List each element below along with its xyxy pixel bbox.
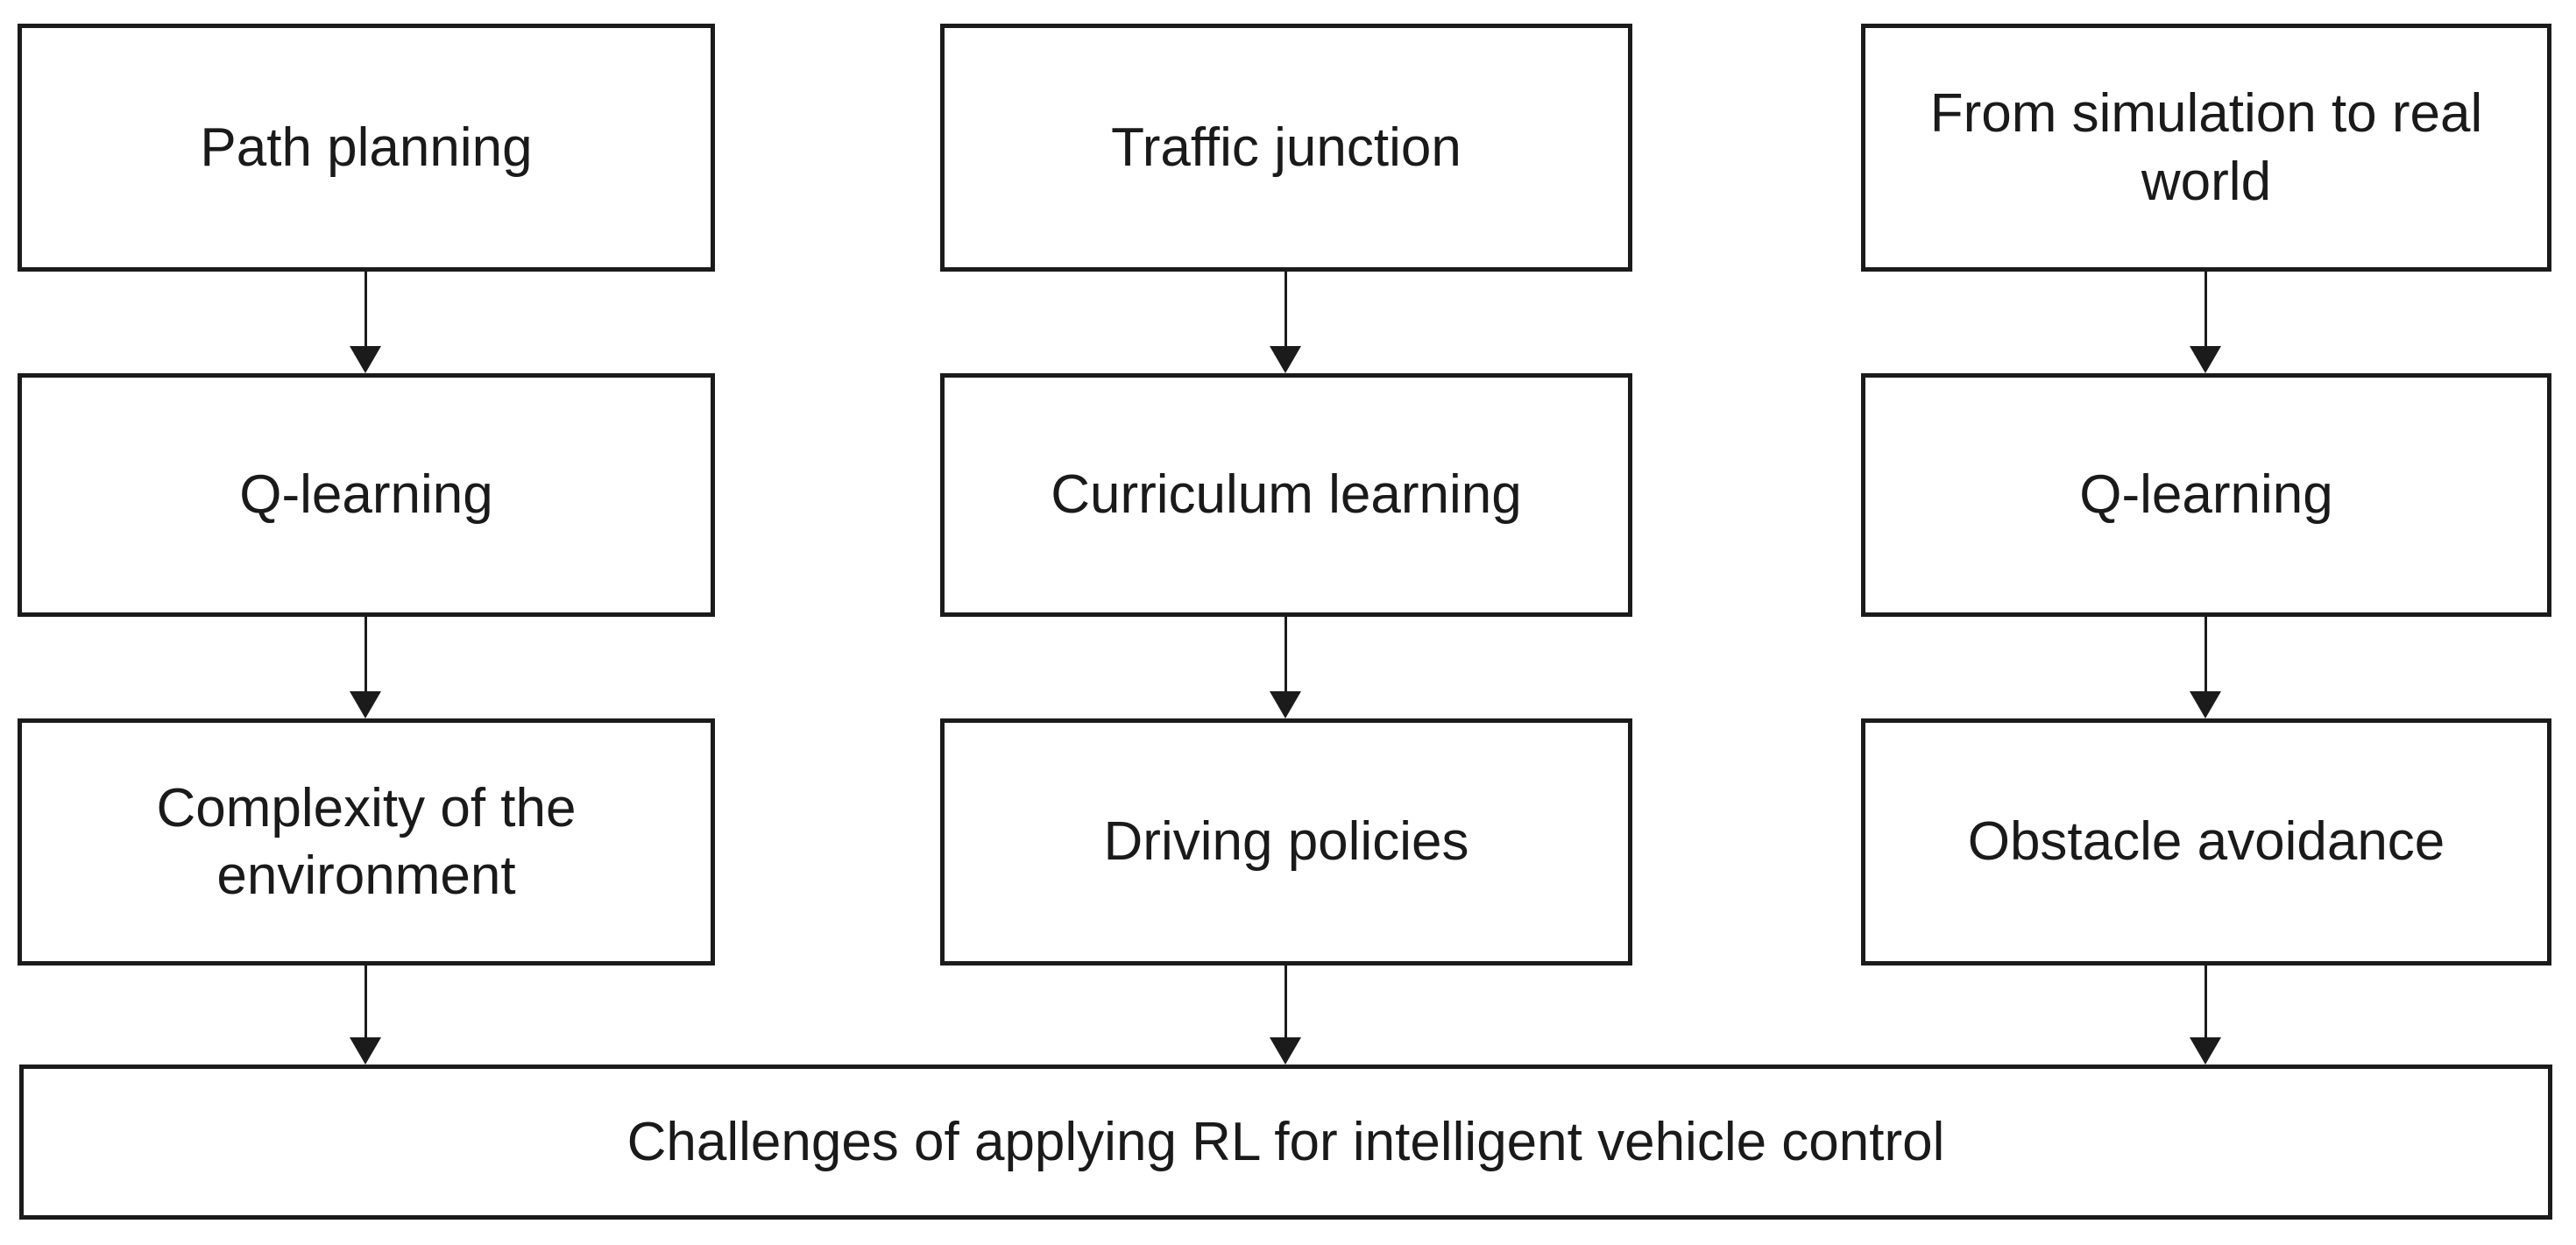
node-challenges-of-applying-rl: Challenges of applying RL for intelligen…	[19, 1065, 2552, 1220]
node-label: Curriculum learning	[1051, 464, 1522, 526]
node-label: Q-learning	[2079, 464, 2333, 526]
arrow-head-icon	[1270, 691, 1301, 718]
node-path-planning: Path planning	[18, 24, 715, 272]
node-driving-policies: Driving policies	[940, 718, 1632, 966]
node-complexity-of-environment: Complexity of the environment	[18, 718, 715, 966]
arrow-shaft	[2204, 617, 2207, 691]
arrow-shaft	[1284, 617, 1287, 691]
node-label: Driving policies	[1103, 811, 1469, 873]
arrow-shaft	[1284, 966, 1287, 1037]
arrow-sim-to-real-to-q-learning-icon	[2190, 272, 2221, 373]
arrow-shaft	[2204, 272, 2207, 346]
arrow-shaft	[2204, 966, 2207, 1037]
arrow-q-learning-to-obstacle-avoidance-icon	[2190, 617, 2221, 718]
arrow-shaft	[1284, 272, 1287, 346]
node-label: Challenges of applying RL for intelligen…	[626, 1111, 1945, 1172]
arrow-head-icon	[1270, 346, 1301, 373]
node-label: Q-learning	[239, 464, 493, 526]
arrow-head-icon	[2190, 1037, 2221, 1065]
node-label: From simulation to real world	[1929, 83, 2483, 212]
arrow-path-planning-to-q-learning-icon	[350, 272, 381, 373]
node-label: Obstacle avoidance	[1967, 811, 2445, 873]
arrow-shaft	[364, 272, 367, 346]
arrow-head-icon	[2190, 691, 2221, 718]
node-curriculum-learning: Curriculum learning	[940, 373, 1632, 617]
node-label: Traffic junction	[1111, 117, 1461, 178]
arrow-driving-policies-to-challenges-icon	[1270, 966, 1301, 1065]
node-obstacle-avoidance: Obstacle avoidance	[1861, 718, 2551, 966]
arrow-shaft	[364, 617, 367, 691]
arrow-q-learning-to-complexity-icon	[350, 617, 381, 718]
node-q-learning-left: Q-learning	[18, 373, 715, 617]
node-q-learning-right: Q-learning	[1861, 373, 2551, 617]
arrow-head-icon	[2190, 346, 2221, 373]
arrow-shaft	[364, 966, 367, 1037]
arrow-complexity-to-challenges-icon	[350, 966, 381, 1065]
node-label: Complexity of the environment	[156, 777, 577, 907]
arrow-traffic-junction-to-curriculum-icon	[1270, 272, 1301, 373]
node-traffic-junction: Traffic junction	[940, 24, 1632, 272]
arrow-curriculum-to-driving-policies-icon	[1270, 617, 1301, 718]
arrow-head-icon	[1270, 1037, 1301, 1065]
node-from-simulation-to-real-world: From simulation to real world	[1861, 24, 2551, 272]
arrow-head-icon	[350, 691, 381, 718]
arrow-head-icon	[350, 346, 381, 373]
arrow-obstacle-avoidance-to-challenges-icon	[2190, 966, 2221, 1065]
node-label: Path planning	[200, 117, 533, 178]
arrow-head-icon	[350, 1037, 381, 1065]
